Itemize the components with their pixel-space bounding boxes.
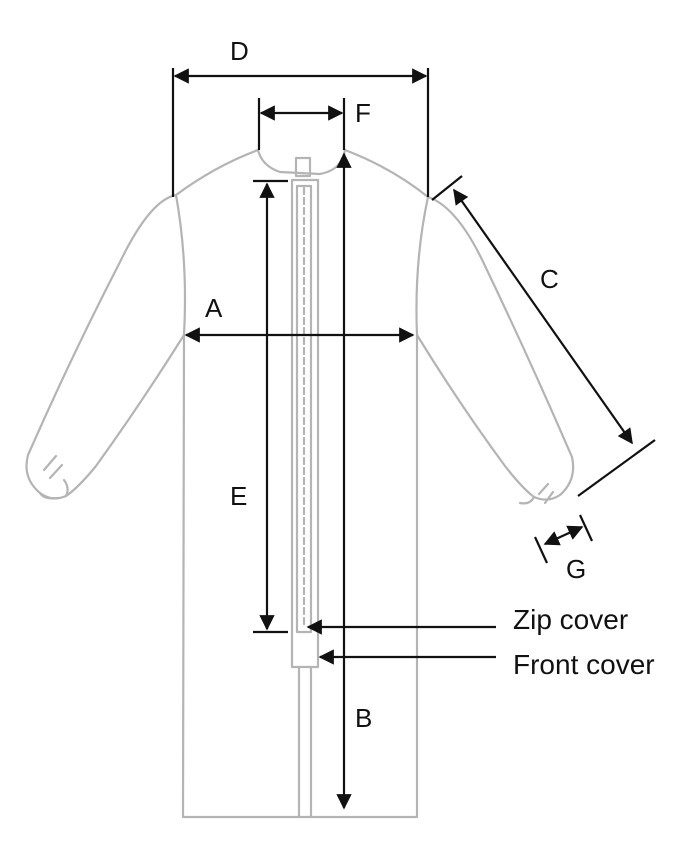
callout-zip-cover: Zip cover [306,604,628,635]
dimension-a: A [184,293,415,343]
dimension-c: C [431,175,656,497]
collar [256,148,347,176]
dimension-a-label: A [205,293,223,323]
left-cuff-crease-1 [42,454,58,472]
collar-tab [294,156,312,178]
dimension-b-label: B [355,703,372,733]
dimension-c-label: C [540,264,559,294]
left-shoulder [174,148,260,197]
left-cuff [38,478,69,500]
dimension-e: E [230,179,288,634]
dimension-f: F [257,98,371,150]
garment-outline [25,148,575,819]
front-cover-label: Front cover [513,649,655,680]
left-cuff-crease-2 [48,463,64,480]
dimension-g-label: G [566,554,586,584]
gown-body [174,193,430,819]
left-sleeve [25,193,186,500]
front-cover-flap [290,178,320,669]
dimension-g-ext-left [534,536,548,564]
dimension-f-label: F [355,98,371,128]
dimension-g: G [534,514,593,584]
dimension-g-arrow [543,525,584,546]
callout-front-cover: Front cover [318,649,655,680]
dimension-g-ext-right [579,514,593,542]
dimension-d-label: D [230,36,249,66]
right-cuff-crease-1 [543,490,555,505]
dimension-c-ext-bottom [577,439,656,497]
dimension-d: D [171,36,430,197]
right-cuff-crease-2 [537,482,550,496]
zip-cover-strip [295,184,313,634]
dimension-e-label: E [230,481,247,511]
right-sleeve [415,195,575,501]
dimension-b: B [336,152,372,810]
right-cuff [518,495,536,505]
dimension-c-arrow [453,188,633,445]
dimension-c-ext-top [431,175,463,201]
right-shoulder [343,148,430,199]
zip-cover-label: Zip cover [513,604,628,635]
